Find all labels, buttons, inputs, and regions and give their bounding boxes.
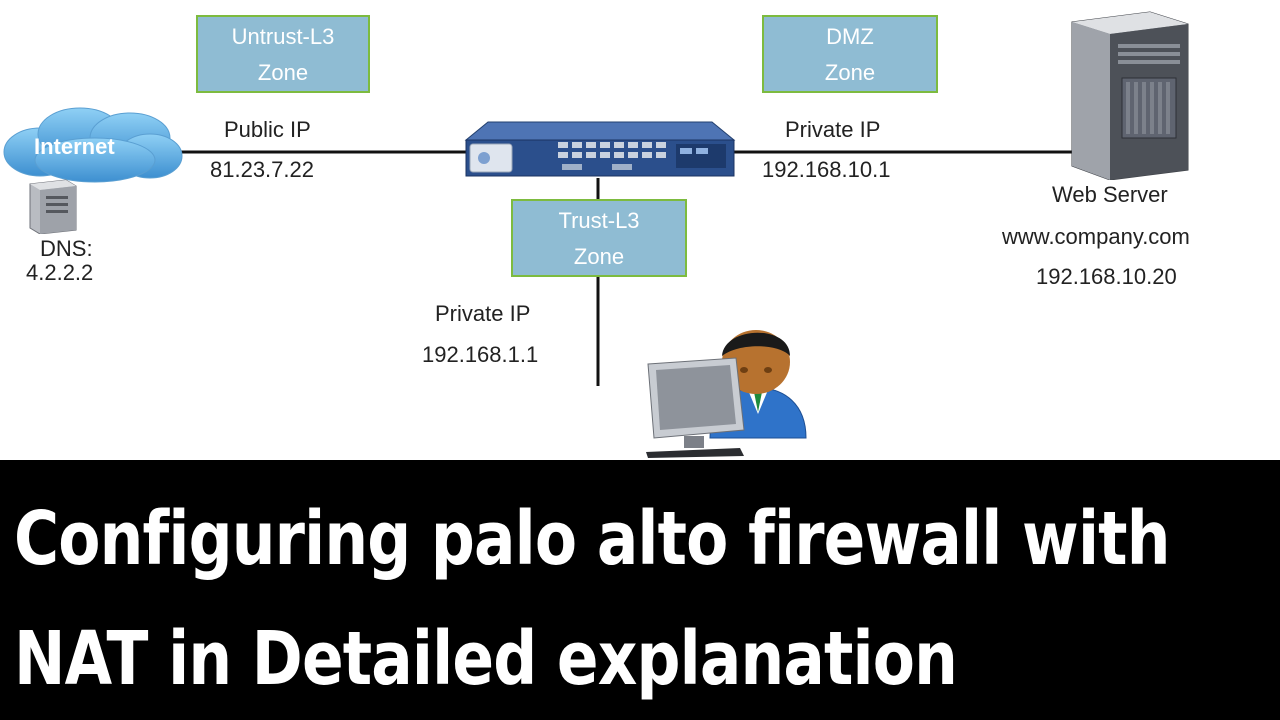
- untrust-zone-box: Untrust-L3 Zone: [196, 15, 370, 93]
- dns-label: DNS:: [40, 236, 93, 261]
- title-banner: Configuring palo alto firewall with NAT …: [0, 460, 1280, 720]
- internet-label: Internet: [34, 134, 115, 159]
- title-line-1: Configuring palo alto firewall with: [14, 496, 1170, 582]
- untrust-zone-word: Zone: [257, 60, 309, 85]
- trust-zone-name: Trust-L3: [558, 208, 640, 233]
- title-line-2: NAT in Detailed explanation: [14, 616, 958, 702]
- network-diagram: Untrust-L3 Zone DMZ Zone Trust-L3 Zone: [3, 11, 1190, 458]
- web-server-host: www.company.com: [1002, 224, 1190, 249]
- firewall-appliance-icon: [464, 121, 736, 177]
- internet-cloud-icon: [3, 107, 183, 183]
- user-workstation-icon: [646, 330, 807, 458]
- trust-private-ip-label: Private IP: [435, 301, 531, 326]
- trust-zone-box: Trust-L3 Zone: [511, 199, 687, 277]
- public-ip-label: Public IP: [224, 117, 311, 142]
- untrust-zone-name: Untrust-L3: [231, 24, 335, 49]
- web-server-ip: 192.168.10.20: [1036, 264, 1177, 289]
- dns-ip: 4.2.2.2: [26, 260, 94, 285]
- dmz-zone-word: Zone: [824, 60, 876, 85]
- public-ip-address: 81.23.7.22: [210, 157, 314, 182]
- web-server-icon: [1071, 11, 1189, 180]
- dns-server-icon: [29, 179, 77, 234]
- trust-zone-word: Zone: [573, 244, 625, 269]
- web-server-label: Web Server: [1052, 182, 1168, 207]
- dmz-private-ip-label: Private IP: [785, 117, 881, 142]
- trust-private-ip-address: 192.168.1.1: [422, 342, 539, 367]
- dmz-private-ip-address: 192.168.10.1: [762, 157, 891, 182]
- dmz-zone-box: DMZ Zone: [762, 15, 938, 93]
- dmz-zone-name: DMZ: [826, 24, 874, 49]
